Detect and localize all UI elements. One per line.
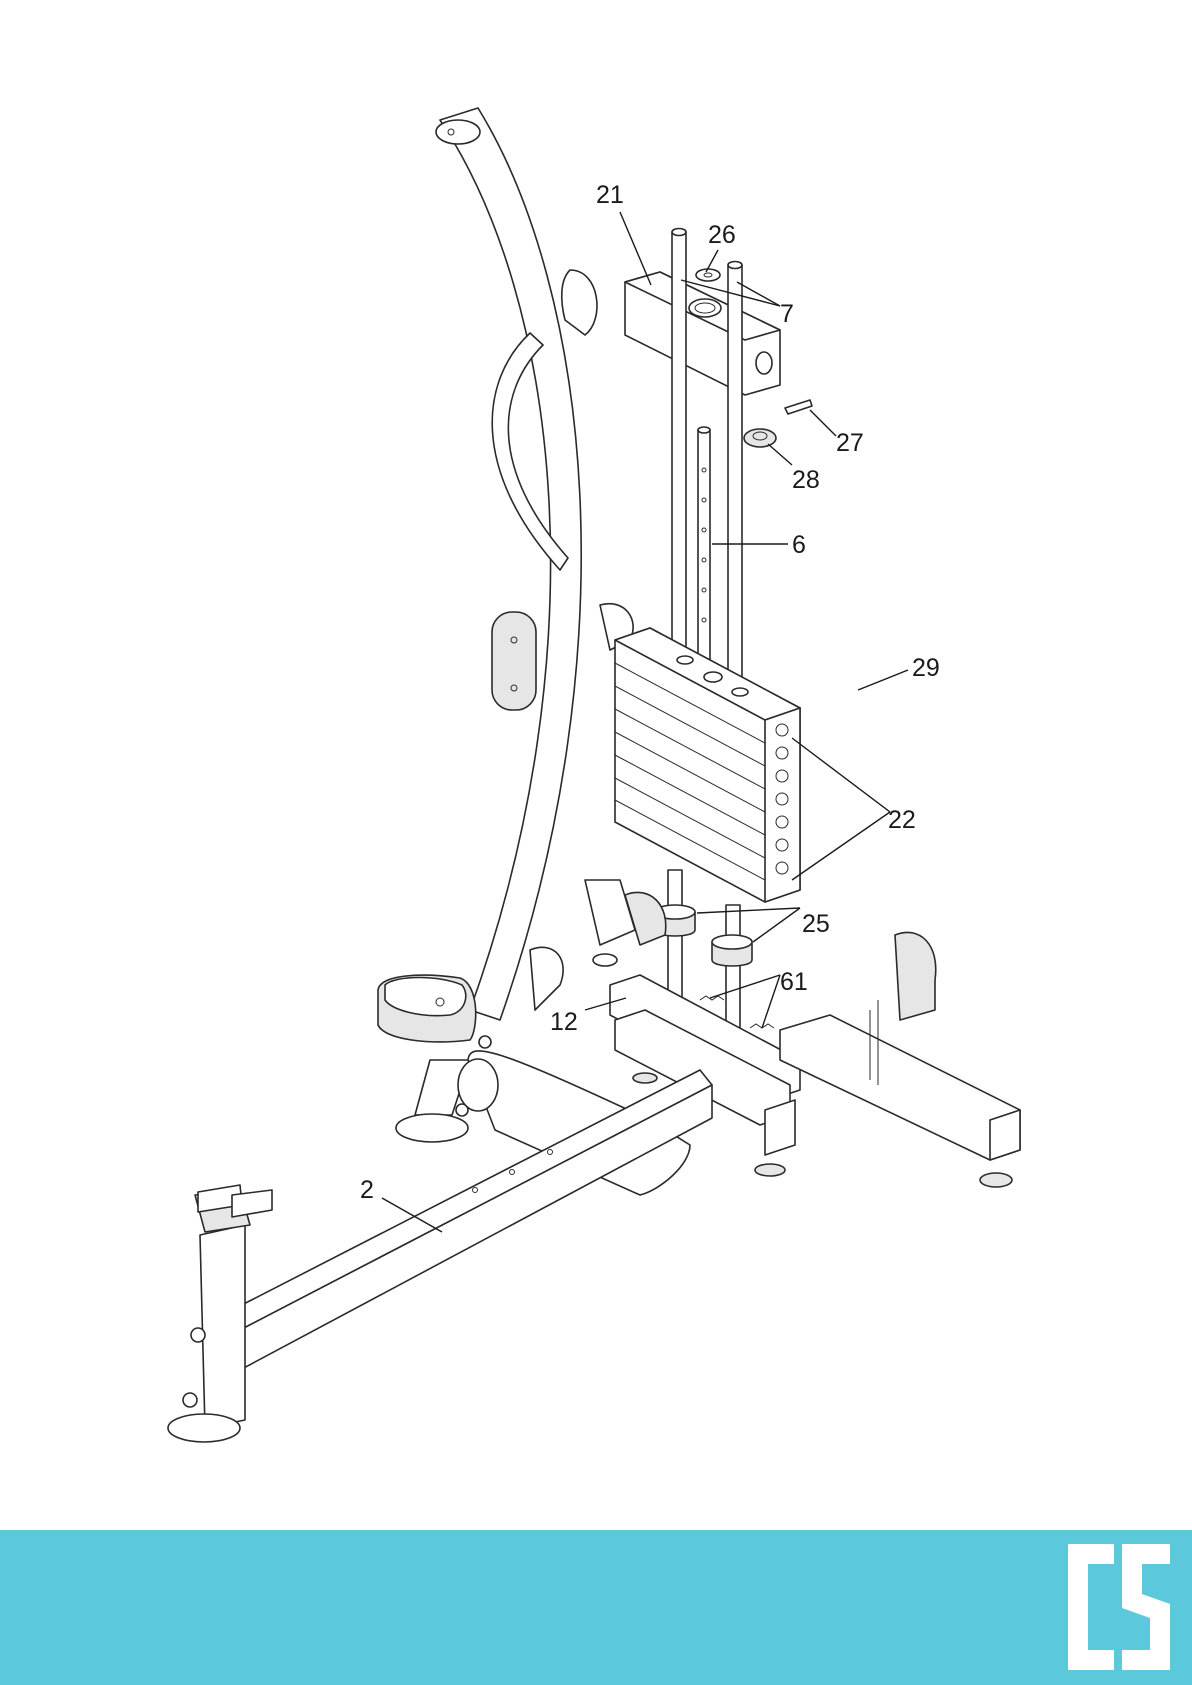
callout-12: 12 bbox=[550, 1008, 578, 1036]
foot-plate bbox=[378, 975, 491, 1048]
top-plate bbox=[625, 272, 780, 395]
front-leg bbox=[232, 1070, 712, 1370]
callout-21: 21 bbox=[596, 181, 624, 209]
lower-pulley-bracket bbox=[585, 880, 666, 966]
callout-22: 22 bbox=[888, 806, 916, 834]
exploded-assembly-diagram: 21 26 7 27 28 6 29 22 25 61 12 2 bbox=[0, 0, 1192, 1530]
callout-27: 27 bbox=[836, 429, 864, 457]
callout-25: 25 bbox=[802, 910, 830, 938]
callout-2: 2 bbox=[360, 1176, 374, 1204]
callout-28: 28 bbox=[792, 466, 820, 494]
brand-logo bbox=[1068, 1544, 1170, 1670]
rear-right-leg bbox=[780, 932, 1020, 1187]
weight-stack bbox=[615, 628, 800, 902]
footer-band bbox=[0, 1530, 1192, 1685]
callout-26: 26 bbox=[708, 221, 736, 249]
selector-pin-and-bushing bbox=[744, 400, 812, 447]
callout-6: 6 bbox=[792, 531, 806, 559]
washer-part bbox=[696, 269, 720, 281]
upright-base-foot bbox=[396, 1060, 470, 1142]
callout-7: 7 bbox=[780, 300, 794, 328]
callout-29: 29 bbox=[912, 654, 940, 682]
callout-61: 61 bbox=[780, 968, 808, 996]
selector-rod bbox=[698, 427, 710, 670]
